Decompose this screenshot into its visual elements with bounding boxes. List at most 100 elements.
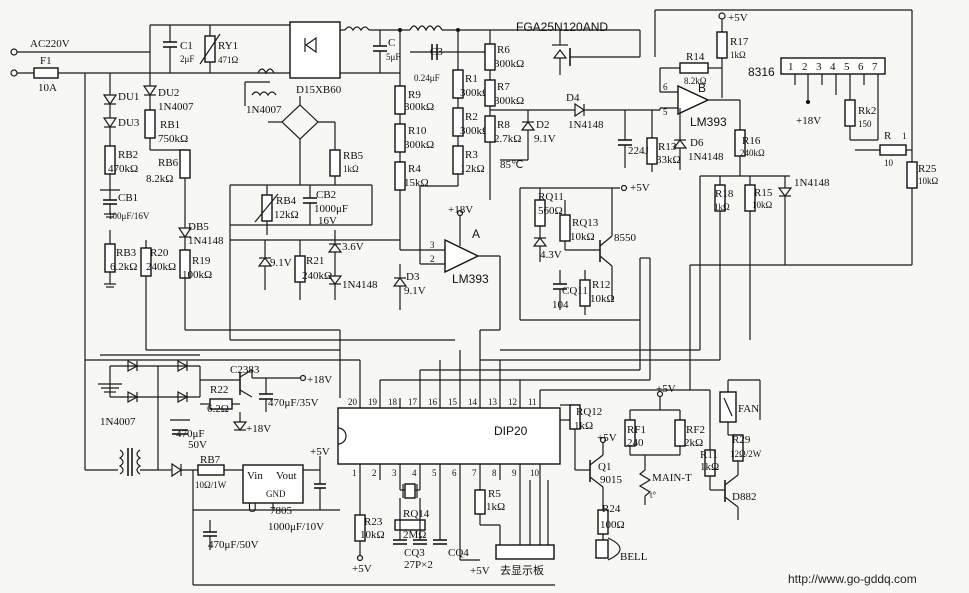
label-r3: R3 [465,149,478,161]
label-bell: BELL [620,551,648,563]
dip-pin-bottom: 6 [452,468,457,478]
pin-a-3: 3 [430,240,435,250]
pin-b-6: 6 [663,82,668,92]
conn-pin: 3 [816,61,822,73]
q8550-stage [519,184,628,320]
conn-pins: 1 2 3 4 5 6 7 [788,61,878,73]
label-d4007b: 1N4007 [100,416,136,428]
label-r24-val: 100Ω [600,519,625,531]
label-d3-val: 9.1V [404,285,426,297]
label-r29: R29 [732,434,751,446]
label-r23-val: 10kΩ [360,529,385,541]
rb3-r20-r19 [104,220,193,350]
label-r19-val: 100kΩ [182,269,212,281]
label-rb1: RB1 [160,119,180,131]
label-rk2: Rk2 [858,105,876,117]
label-du2-val: 1N4007 [158,101,194,113]
label-rq11-val: 560Ω [538,205,563,217]
label-opa: A [472,227,480,241]
dip-bottom-pins: 1 2 3 4 5 6 7 8 9 10 [352,468,540,478]
rb7-7805 [158,456,555,586]
label-rb3-val: 6.2kΩ [110,261,137,273]
label-r9-val: 300kΩ [404,101,434,113]
label-c-main-val: 5μF [386,52,400,62]
dip-pin-top: 20 [348,397,358,407]
label-conn: 8316 [748,65,775,79]
label-r15: R15 [754,187,773,199]
label-c224: 224J [628,145,650,157]
label-z43: 4.3V [540,249,562,261]
label-cb2-v: 16V [318,215,337,227]
label-v18a: +18V [448,204,473,216]
label-z36: 3.6V [342,241,364,253]
label-vout: Vout [276,470,297,482]
label-r9: R9 [408,89,421,101]
label-temp: 85℃ [500,159,523,171]
top-bus [398,25,620,73]
label-r22: R22 [210,384,228,396]
label-r7-val: 300kΩ [494,95,524,107]
label-ac: AC220V [30,38,70,50]
label-c470b-v: 50V [188,439,207,451]
label-r: R [884,130,892,142]
label-t8550: 8550 [614,232,637,244]
dip-pin-bottom: 1 [352,468,357,478]
label-igbt: FGA25N120AND [516,20,608,34]
label-c470c: 470μF/50V [208,539,259,551]
label-v18c: +18V [307,374,332,386]
d3 [392,264,408,310]
label-d4-val: 1N4148 [568,119,604,131]
dip-pin-top: 17 [408,397,418,407]
igbt [552,29,641,75]
label-z91a: 9.1V [270,257,292,269]
r1-r2-r3 [440,52,464,187]
label-c3: C3 [430,46,443,58]
conn-pin: 4 [830,61,836,73]
label-c-main: C [388,37,395,49]
label-rb7: RB7 [200,454,221,466]
label-v5g: +5V [656,383,676,395]
label-rb5: RB5 [343,150,364,162]
label-r25-val: 10kΩ [918,176,939,186]
label-dip: DIP20 [494,424,528,438]
label-r12: R12 [592,279,610,291]
label-rq12-val: 1kΩ [574,420,593,432]
label-rq14-val: 2MΩ [403,529,426,541]
label-r2-val: 300kΩ [460,125,490,137]
label-v18b: +18V [796,115,821,127]
label-d6-val: 1N4148 [688,151,724,163]
label-rb4-val: 12kΩ [274,209,299,221]
label-r3-val: 12kΩ [460,163,485,175]
dip-top-pins: 20 19 18 17 16 15 14 13 12 11 [348,397,537,407]
bridge-d15xb60 [257,21,400,79]
buzzer-stage [560,404,621,561]
label-r1: R1 [465,73,478,85]
label-c3-val: 0.24μF [414,73,440,83]
pin-b-5: 5 [663,107,668,117]
thermistor-stage [624,390,686,505]
lv-bridge [98,354,218,470]
label-c470b: 470μF [176,428,205,440]
label-r5-val: 1kΩ [486,501,505,513]
label-url: http://www.go-gddq.com [788,572,917,586]
r9-r10-r4 [394,73,406,250]
opamp-b [659,68,741,130]
label-rq13: RQ13 [572,217,599,229]
label-r1-val: 300kΩ [460,87,490,99]
label-opb: B [698,81,706,95]
dip-pin-bottom: 3 [392,468,397,478]
dip-pin-bottom: 10 [530,468,540,478]
conn-pin: 1 [788,61,794,73]
label-c470a: 470μF/35V [268,397,319,409]
label-cq3-val: 27P×2 [404,559,433,571]
label-r12-val: 10kΩ [590,293,615,305]
c1-ry1 [163,25,221,73]
dip-pin-bottom: 2 [372,468,377,478]
label-r14-val: 8.2kΩ [684,76,707,86]
label-fan: FAN [738,403,759,415]
label-d3: D3 [406,271,420,283]
label-r29-val: 12Ω/2W [730,449,762,459]
label-bridge: D15XB60 [296,84,342,96]
label-vcc5-top: +5V [728,12,748,24]
